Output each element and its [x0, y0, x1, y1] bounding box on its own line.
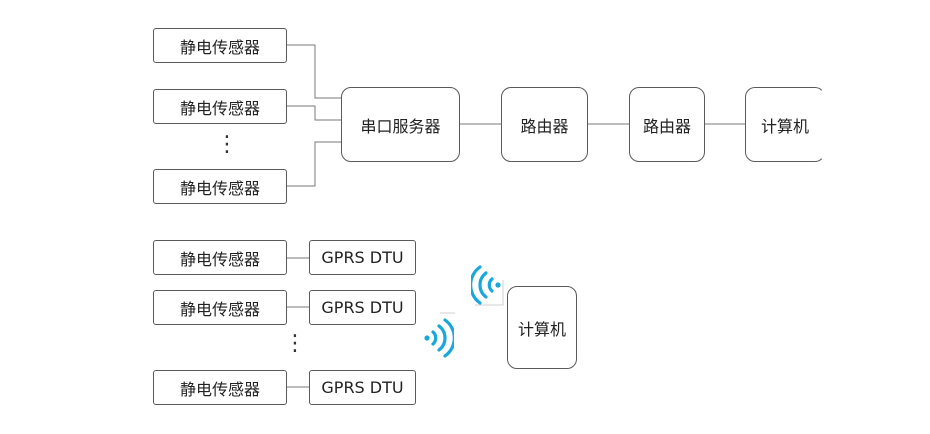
gprs-dtu-label: GPRS DTU: [321, 298, 404, 317]
sensor-label: 静电传感器: [179, 37, 260, 57]
sensor-label: 静电传感器: [179, 98, 260, 118]
router-label: 路由器: [642, 116, 691, 136]
router-box: 路由器: [629, 87, 705, 162]
gprs-dtu-box: GPRS DTU: [309, 290, 416, 325]
sensor-box: 静电传感器: [153, 240, 287, 275]
sensor-label: 静电传感器: [179, 249, 260, 269]
sensor-box: 静电传感器: [153, 89, 287, 124]
gprs-dtu-box: GPRS DTU: [309, 240, 416, 275]
serial-server-box: 串口服务器: [341, 87, 460, 162]
sensor-box: 静电传感器: [153, 169, 287, 204]
ellipsis-vertical: ⋮: [216, 132, 238, 157]
computer-label: 计算机: [760, 116, 809, 136]
connector-line: [287, 105, 341, 121]
sensor-label: 静电传感器: [179, 299, 260, 319]
gprs-dtu-box: GPRS DTU: [309, 370, 416, 405]
computer-box: 计算机: [507, 286, 577, 369]
serial-server-label: 串口服务器: [360, 116, 441, 136]
ellipsis-vertical: ⋮: [284, 331, 306, 356]
computer-label: 计算机: [517, 319, 566, 339]
router-box: 路由器: [501, 87, 588, 162]
connector-line: [287, 141, 341, 187]
router-label: 路由器: [520, 116, 569, 136]
sensor-label: 静电传感器: [179, 178, 260, 198]
sensor-box: 静电传感器: [153, 28, 287, 63]
computer-box: 计算机: [745, 87, 825, 162]
sensor-box: 静电传感器: [153, 290, 287, 325]
gprs-dtu-label: GPRS DTU: [321, 248, 404, 267]
wireless-signal-icon: [471, 265, 501, 305]
connector-line: [287, 44, 341, 99]
gprs-dtu-label: GPRS DTU: [321, 378, 404, 397]
sensor-box: 静电传感器: [153, 370, 287, 405]
sensor-label: 静电传感器: [179, 379, 260, 399]
signal-bracket: [475, 280, 504, 306]
wireless-signal-icon: [424, 318, 454, 358]
